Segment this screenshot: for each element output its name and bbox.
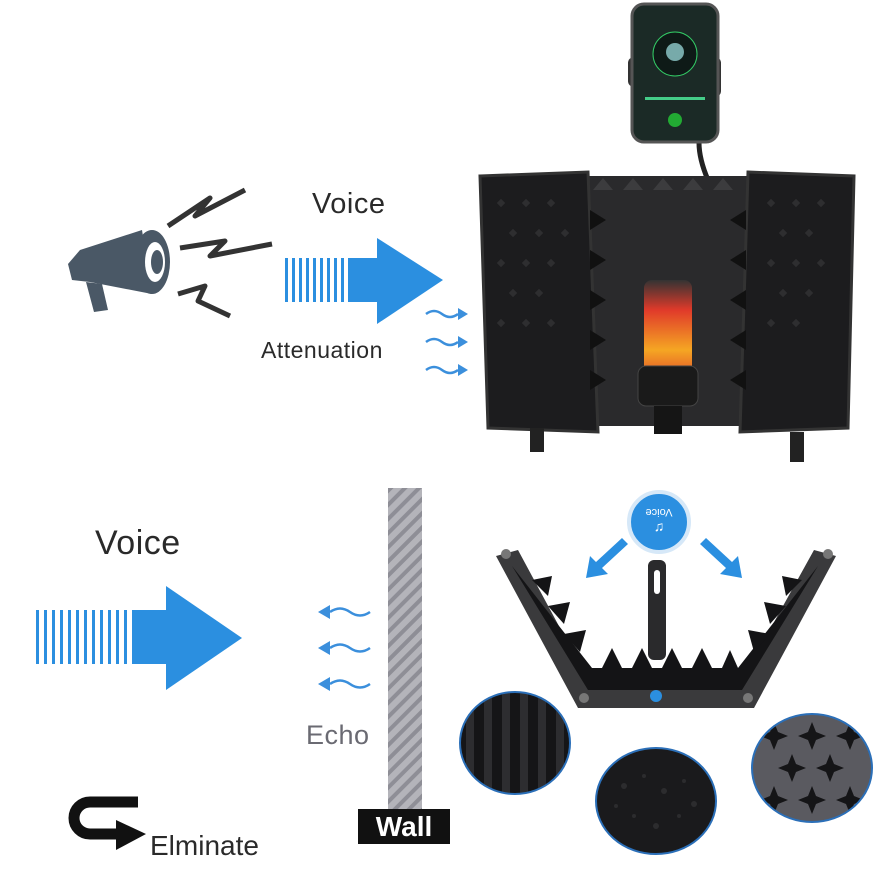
megaphone-icon	[68, 187, 273, 319]
foam-sample-left	[459, 691, 571, 795]
voice-arrow-top	[285, 238, 443, 324]
attenuated-waves	[425, 308, 468, 376]
attenuation-label: Attenuation	[261, 337, 383, 363]
voice-badge: Voice ♫	[627, 490, 691, 554]
wall	[388, 488, 422, 810]
voice-badge-label: Voice	[645, 506, 673, 518]
voice-label-top: Voice	[312, 188, 386, 220]
eliminate-label: Elminate	[150, 830, 259, 861]
isolation-shield	[478, 170, 856, 462]
voice-arrow-bottom	[36, 586, 242, 690]
u-turn-arrow-icon	[68, 796, 146, 850]
foam-sample-center	[595, 747, 717, 855]
voice-bell-icon: ♫	[653, 518, 665, 534]
echo-label: Echo	[306, 720, 370, 750]
voice-label-bottom: Voice	[95, 524, 181, 562]
phone-holder	[628, 2, 721, 181]
badge-arrows	[586, 538, 742, 578]
foam-sample-right	[751, 713, 873, 823]
wall-label: Wall	[358, 809, 450, 844]
echo-waves	[318, 605, 371, 691]
shield-top-view	[496, 549, 836, 708]
